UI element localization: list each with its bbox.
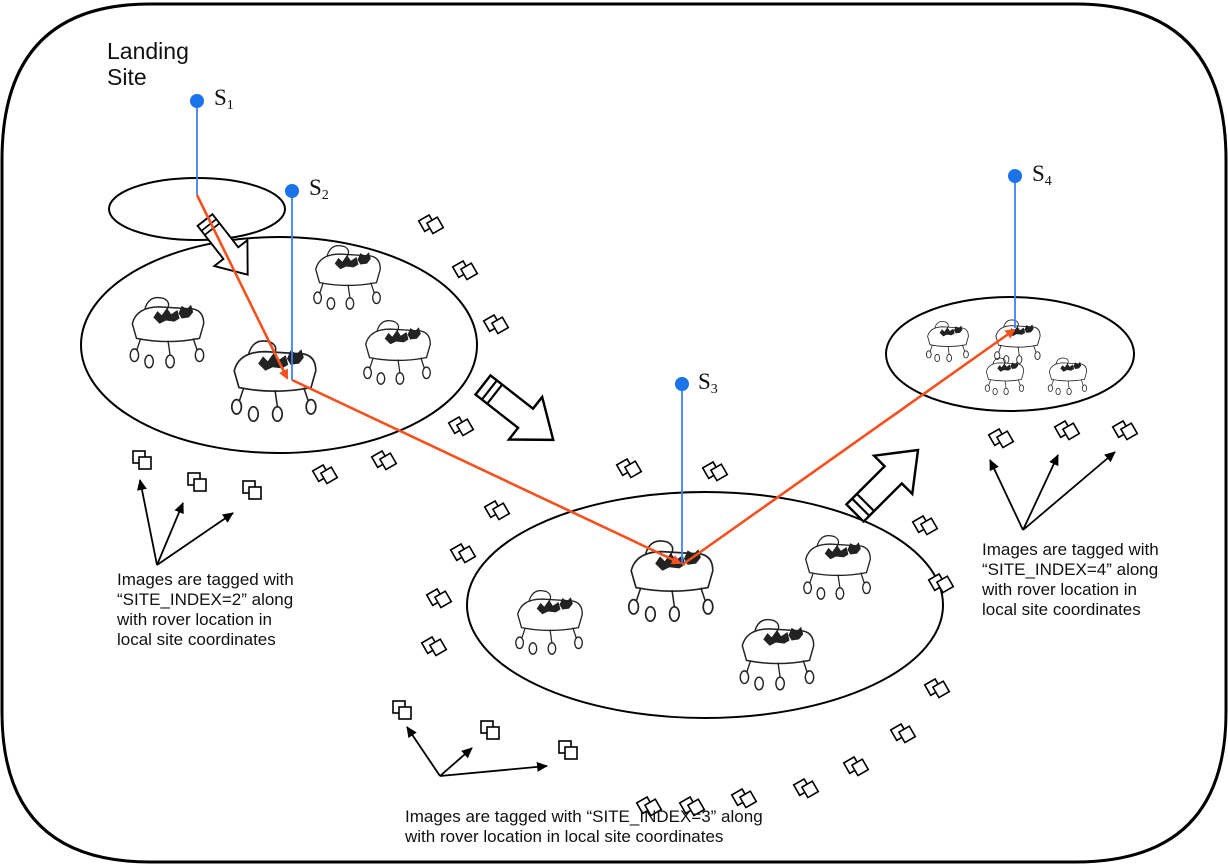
site-marker-icon [675, 377, 689, 391]
image-stack-icon [242, 480, 262, 500]
image-stack-icon [911, 512, 939, 539]
image-stack-icon [889, 720, 917, 747]
landing-site-label: Landing Site [107, 38, 189, 90]
hollow-arrow-icon [465, 362, 572, 463]
image-stack-icon [923, 675, 951, 702]
site2-ellipse [80, 236, 478, 454]
image-stack-icon [1053, 417, 1081, 444]
site4-ellipse [885, 296, 1135, 412]
image-stack-icon [392, 700, 412, 720]
image-stack-icon [987, 425, 1015, 452]
image-stack-icon [615, 455, 643, 482]
image-stack-icon [483, 497, 511, 524]
rover-icon [515, 589, 583, 655]
site3-ellipse [466, 491, 944, 719]
image-stack-icon [370, 447, 398, 474]
site-label-s3: S3 [698, 369, 718, 397]
image-stack-icon [449, 540, 477, 567]
rover-icon [1047, 357, 1088, 396]
image-stack-icon [417, 211, 445, 238]
site3-caption: Images are tagged with “SITE_INDEX=3” al… [405, 807, 763, 846]
image-stack-icon [480, 720, 500, 740]
site-marker-icon [190, 94, 204, 108]
image-stack-icon [420, 633, 448, 660]
image-stack-icon [701, 458, 729, 485]
site-poles [196, 103, 1016, 563]
rover-icon [129, 296, 205, 369]
site-label-s4: S4 [1032, 161, 1052, 189]
site-marker-icon [1008, 169, 1022, 183]
site-marker-icon [285, 184, 299, 198]
image-stack-icon [451, 257, 479, 284]
hollow-arrow-icon [187, 206, 266, 289]
image-stack-icon [447, 413, 475, 440]
image-stack-icon [842, 753, 870, 780]
rover-icon [925, 321, 969, 363]
site4-image-tiles [987, 417, 1139, 452]
caption-pointers [137, 451, 1116, 777]
image-stack-icon [792, 775, 820, 802]
image-stack-icon [482, 311, 510, 338]
image-stack-icon [311, 461, 339, 488]
image-stack-icon [187, 472, 207, 492]
site2-caption: Images are tagged with “SITE_INDEX=2” al… [117, 570, 294, 649]
image-stack-icon [1111, 417, 1139, 444]
rover-icon [739, 618, 815, 691]
site-label-s2: S2 [309, 175, 329, 203]
site-label-s1: S1 [214, 85, 234, 113]
rover-icon [313, 244, 381, 310]
site4-caption: Images are tagged with “SITE_INDEX=4” al… [982, 540, 1159, 619]
rover-icon [994, 319, 1041, 364]
image-stack-icon [132, 450, 152, 470]
site-markers [190, 94, 1022, 391]
rover-icon [803, 534, 871, 600]
image-stack-icon [425, 585, 453, 612]
traverse-path [195, 194, 1016, 567]
image-stack-icon [558, 740, 578, 760]
rover-icon [363, 319, 431, 385]
